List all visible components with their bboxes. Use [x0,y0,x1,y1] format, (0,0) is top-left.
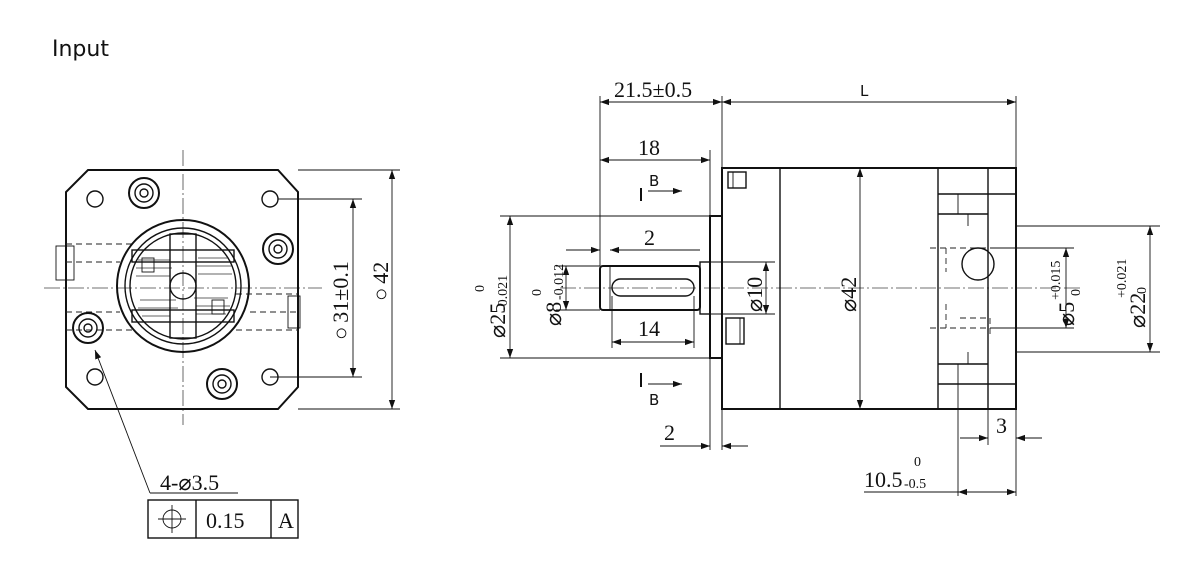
dim-flange-dia-lower: -0.021 [496,275,511,311]
dim-rear-depth-upper: 0 [914,455,921,470]
tolerance-frame: 0.15 A [147,499,299,539]
dim-flange-to-face: 21.5±0.5 [614,77,692,102]
dim-pilot-bore-dia-upper: +0.021 [1115,259,1130,298]
pilot-dim: 31±0.1 [328,261,353,323]
section-label-bottom: B [649,391,659,409]
dim-body-dia: ⌀42 [836,277,861,312]
dim-pilot-bore-dia: ⌀22 [1125,293,1150,328]
dim-flange-dia-upper: 0 [473,285,488,292]
svg-text:⌀25: ⌀25 [485,303,510,338]
svg-text:⌀8: ⌀8 [541,302,566,326]
pilot-boss [116,219,250,353]
output-flange [709,215,723,359]
square-symbol: ○ [368,288,393,301]
dim-shaft-dia: ⌀8 [541,302,566,326]
screw-holes [72,177,294,400]
dim-bore-dia-upper: +0.015 [1049,261,1064,300]
side-view: B B 21.5±0.5 L 18 2 14 2 [473,77,1160,496]
dim-hub-dia: ⌀10 [742,277,767,312]
dim-key-length: 14 [638,316,660,341]
dim-pilot-bore-dia-lower: 0 [1135,287,1150,294]
coupling-section [131,233,235,339]
page-title: Input [52,37,109,62]
front-view: 4-⌀3.5 0.15 A ○ 42 ○ 31±0.1 [44,150,400,539]
svg-text:○42: ○ 42 [368,262,393,301]
dim-body-length: L [860,82,869,100]
square-dim: 42 [368,262,393,284]
dim-flange-dia: ⌀25 [485,303,510,338]
dim-shaft-length: 18 [638,135,660,160]
bore-hole [961,247,995,281]
output-shaft [599,265,701,311]
dim-shaft-dia-upper: 0 [530,289,545,296]
dim-shoulder: 2 [644,225,655,250]
section-label-top: B [649,172,659,190]
pilot-symbol: ○ [328,327,353,340]
dim-bore-dia: ⌀5 [1054,302,1079,326]
svg-text:○31±0.1: ○ 31±0.1 [328,261,353,340]
tolerance-value: 0.15 [206,508,245,533]
key-slot [611,278,695,297]
datum-letter: A [278,508,294,533]
dim-flange-thickness: 2 [664,420,675,445]
hole-callout: 4-⌀3.5 [160,470,219,495]
dim-rear-step: 3 [996,413,1007,438]
position-symbol-icon [158,505,186,533]
dim-rear-depth: 10.5 [864,467,903,492]
dim-bore-dia-lower: 0 [1069,289,1084,296]
flange-outline [65,169,299,410]
dim-rear-depth-lower: -0.5 [904,477,926,492]
dim-shaft-dia-lower: -0.012 [552,264,567,300]
